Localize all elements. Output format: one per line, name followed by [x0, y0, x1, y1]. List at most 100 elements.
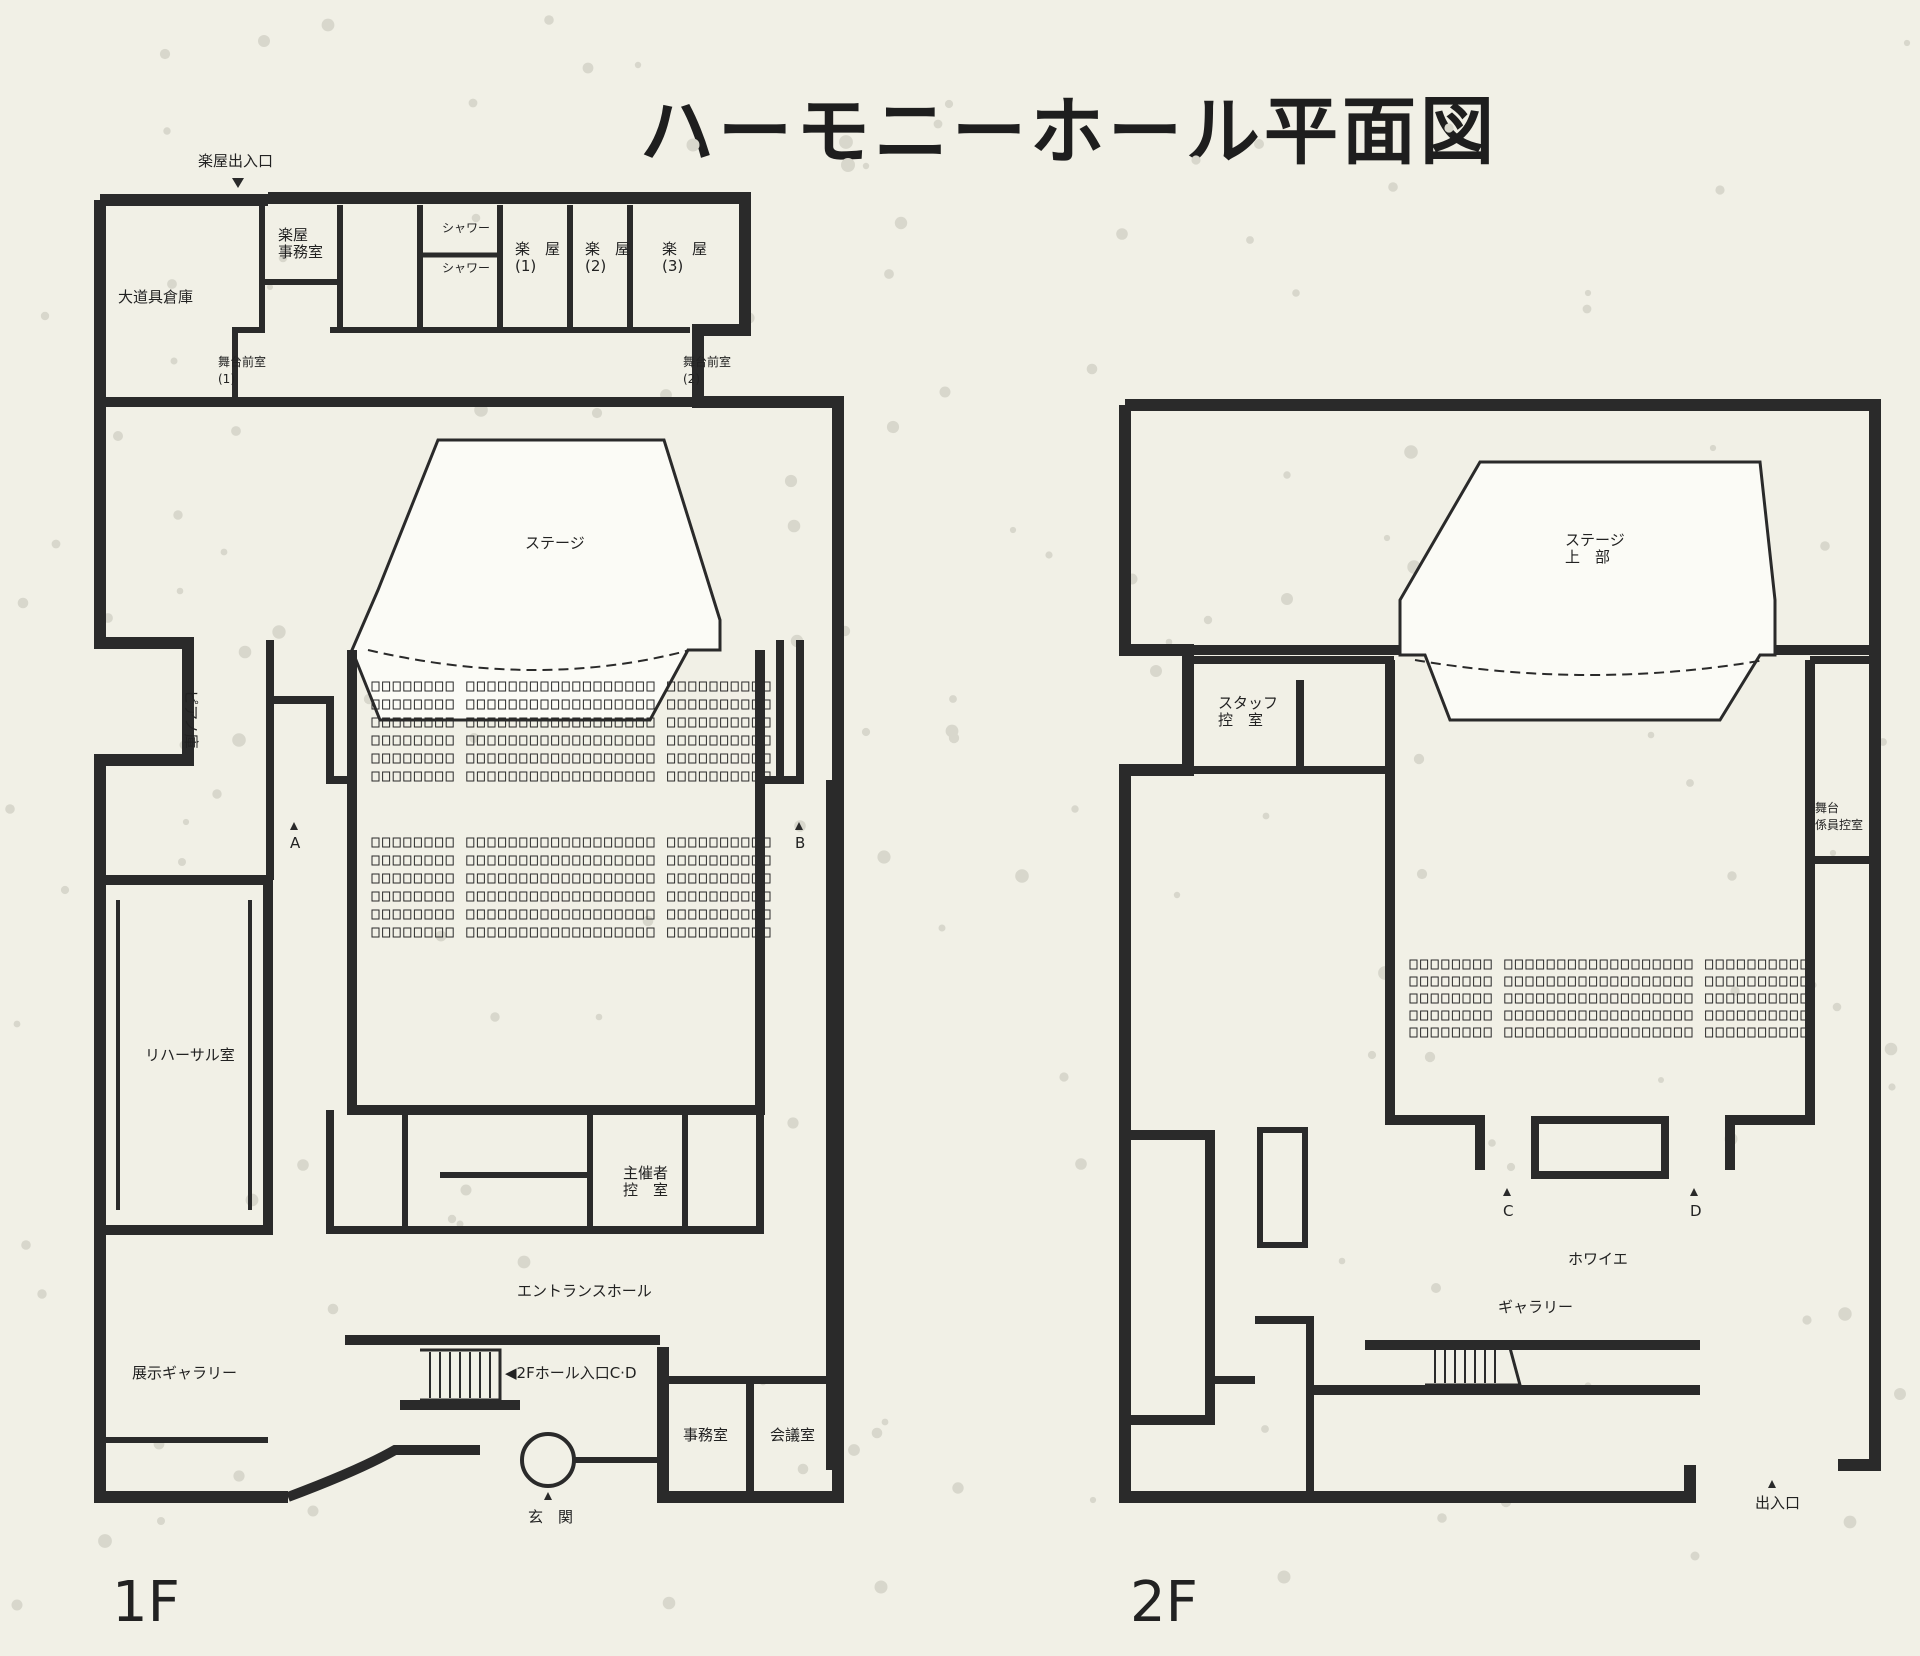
background-dot: [1690, 1551, 1700, 1561]
seat: [677, 837, 686, 848]
seat: [1663, 976, 1672, 987]
seat: [604, 717, 613, 728]
seat: [561, 699, 570, 710]
seat: [688, 855, 697, 866]
seat: [625, 681, 634, 692]
seat: [1441, 993, 1450, 1004]
seat: [582, 909, 591, 920]
background-dot: [1281, 593, 1293, 605]
seat: [625, 909, 634, 920]
background-dot: [490, 1012, 500, 1022]
background-dot: [1506, 1162, 1516, 1172]
background-dot: [1709, 444, 1717, 452]
seat: [1578, 1027, 1587, 1038]
seat: [720, 891, 729, 902]
floor-2-labels: ステージ上 部 スタッフ控 室 舞台係員控室 C D ホワイエ ギャラリー 出入…: [1218, 531, 1863, 1512]
seat: [625, 873, 634, 884]
seat: [1462, 993, 1471, 1004]
seat: [709, 681, 718, 692]
stage-outline-1f: [350, 438, 722, 722]
seat: [625, 771, 634, 782]
seat: [762, 837, 771, 848]
background-dot: [297, 1159, 309, 1171]
label-stage-upper: ステージ上 部: [1565, 531, 1625, 566]
seat: [1462, 959, 1471, 970]
seat: [720, 771, 729, 782]
background-dot: [1015, 869, 1029, 883]
seat: [677, 855, 686, 866]
seat: [677, 681, 686, 692]
label-rehearsal-room: リハーサル室: [145, 1046, 235, 1064]
seat: [688, 717, 697, 728]
seat: [392, 717, 401, 728]
background-dot: [173, 510, 183, 520]
seat: [371, 837, 380, 848]
seat: [625, 855, 634, 866]
background-dot: [163, 127, 171, 135]
seat: [413, 837, 422, 848]
seat: [1546, 959, 1555, 970]
background-dot: [1283, 471, 1291, 479]
seat: [698, 753, 707, 764]
seat: [1451, 959, 1460, 970]
seat: [435, 717, 444, 728]
seat: [551, 891, 560, 902]
background-dot: [952, 1482, 964, 1494]
floor-1-labels: 楽屋出入口 楽屋事務室 シャワー シャワー 楽 屋(1) 楽 屋(2) 楽 屋(…: [118, 152, 815, 1526]
seat: [582, 855, 591, 866]
seat: [466, 927, 475, 938]
background-dot: [1416, 868, 1428, 880]
background-dot: [938, 924, 946, 932]
seat: [646, 681, 655, 692]
seat: [593, 891, 602, 902]
seat: [1789, 1010, 1798, 1021]
seat: [487, 699, 496, 710]
background-dot: [1884, 1042, 1898, 1056]
seat: [561, 909, 570, 920]
seat: [413, 927, 422, 938]
seat: [677, 927, 686, 938]
seat: [1536, 1027, 1545, 1038]
seat: [593, 909, 602, 920]
seat: [667, 753, 676, 764]
background-dot: [886, 420, 900, 434]
seat: [1504, 1010, 1513, 1021]
seat: [677, 909, 686, 920]
seat: [1567, 959, 1576, 970]
seat: [1673, 1027, 1682, 1038]
seat: [709, 735, 718, 746]
seat: [751, 891, 760, 902]
seat: [582, 699, 591, 710]
background-dot: [839, 135, 853, 149]
seat: [1800, 1010, 1809, 1021]
seat: [1546, 1010, 1555, 1021]
background-dot: [1261, 1425, 1269, 1433]
seat: [476, 771, 485, 782]
seat: [561, 873, 570, 884]
seat: [1451, 1010, 1460, 1021]
background-dot: [1820, 541, 1830, 551]
seat: [403, 837, 412, 848]
seat: [1768, 993, 1777, 1004]
seat: [1514, 959, 1523, 970]
seat: [551, 681, 560, 692]
seat: [688, 873, 697, 884]
seat: [1514, 993, 1523, 1004]
background-dot: [1424, 1051, 1436, 1063]
seat: [413, 909, 422, 920]
seat: [1736, 1027, 1745, 1038]
seat: [604, 735, 613, 746]
seat: [561, 735, 570, 746]
seat: [1620, 976, 1629, 987]
seat: [593, 681, 602, 692]
seat: [498, 873, 507, 884]
seat: [445, 855, 454, 866]
seat: [709, 927, 718, 938]
seat: [529, 735, 538, 746]
seat: [519, 681, 528, 692]
seat: [677, 873, 686, 884]
seat: [1789, 1027, 1798, 1038]
seat: [1642, 959, 1651, 970]
